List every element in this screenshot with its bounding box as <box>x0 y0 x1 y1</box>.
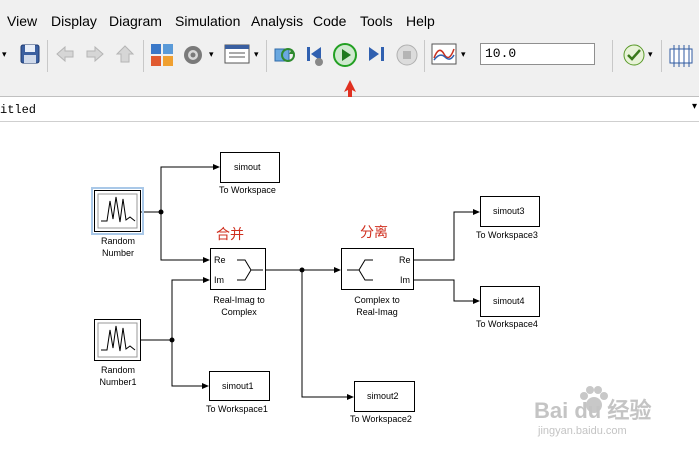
menu-bar: View Display Diagram Simulation Analysis… <box>0 0 699 34</box>
workspace-variable: simout1 <box>222 381 254 391</box>
gear-dropdown-icon[interactable]: ▾ <box>209 49 214 59</box>
code-generation-icon[interactable] <box>668 43 694 67</box>
merge-symbol-icon <box>237 259 263 281</box>
menu-code[interactable]: Code <box>313 13 347 29</box>
model-name: itled <box>0 103 37 117</box>
check-dropdown-icon[interactable]: ▾ <box>648 49 653 59</box>
address-dropdown-icon[interactable]: ▾ <box>691 101 697 112</box>
model-explorer-icon[interactable] <box>224 44 250 64</box>
port-im-label: Im <box>214 275 224 285</box>
up-arrow-icon[interactable] <box>115 44 135 64</box>
to-workspace4-label: To Workspace4 <box>476 319 538 329</box>
random-signal-icon <box>97 193 138 229</box>
port-im-label: Im <box>400 275 410 285</box>
to-workspace4-block[interactable]: simout4 <box>480 286 540 317</box>
random-signal-icon <box>97 322 138 358</box>
split-symbol-icon <box>347 259 373 281</box>
watermark-brand: Bai du 经验 <box>534 398 652 423</box>
watermark-url: jingyan.baidu.com <box>538 425 627 437</box>
menu-display[interactable]: Display <box>51 13 97 29</box>
port-re-label: Re <box>399 255 411 265</box>
save-icon[interactable] <box>19 43 41 65</box>
paw-logo-icon <box>580 386 608 413</box>
workspace-variable: simout2 <box>367 391 399 401</box>
split-annotation: 分离 <box>360 225 388 241</box>
back-arrow-icon[interactable] <box>55 45 75 63</box>
random-number-block[interactable] <box>91 187 144 235</box>
toolbar: ▾ ▾ ▾ <box>0 34 699 78</box>
to-workspace2-block[interactable]: simout2 <box>354 381 415 412</box>
random-number1-block[interactable] <box>94 319 141 361</box>
signal-lines <box>141 164 480 400</box>
scope-icon[interactable] <box>431 43 457 67</box>
menu-simulation[interactable]: Simulation <box>175 13 241 29</box>
workspace-variable: simout4 <box>493 296 525 306</box>
to-workspace1-block[interactable]: simout1 <box>209 371 270 401</box>
to-workspace-label: To Workspace <box>219 185 276 195</box>
to-workspace1-label: To Workspace1 <box>206 404 268 414</box>
workspace-variable: simout3 <box>493 206 525 216</box>
menu-analysis[interactable]: Analysis <box>251 13 304 29</box>
gear-icon[interactable] <box>181 43 205 67</box>
menu-diagram[interactable]: Diagram <box>109 13 162 29</box>
dropdown-arrow-icon[interactable]: ▾ <box>2 49 7 59</box>
toolbar-divider <box>0 78 699 110</box>
workspace-variable: simout <box>234 162 261 172</box>
real-imag-to-complex-block[interactable]: Re Im <box>210 248 266 290</box>
model-address-bar: itled ▾ <box>0 97 699 122</box>
library-browser-icon[interactable] <box>150 43 174 67</box>
explorer-dropdown-icon[interactable]: ▾ <box>254 49 259 59</box>
step-forward-icon[interactable] <box>365 43 389 67</box>
run-button[interactable] <box>332 42 358 68</box>
port-re-label: Re <box>214 255 226 265</box>
forward-arrow-icon[interactable] <box>85 45 105 63</box>
to-workspace3-block[interactable]: simout3 <box>480 196 540 227</box>
menu-view[interactable]: View <box>7 13 38 29</box>
to-workspace2-label: To Workspace2 <box>350 414 412 424</box>
update-diagram-icon[interactable] <box>273 43 297 67</box>
red-pointer-arrow-icon <box>344 80 356 110</box>
to-workspace3-label: To Workspace3 <box>476 230 538 240</box>
check-icon[interactable] <box>622 43 646 67</box>
complex-to-real-imag-block[interactable]: Re Im <box>341 248 414 290</box>
menu-help[interactable]: Help <box>406 13 435 29</box>
to-workspace-block[interactable]: simout <box>220 152 280 183</box>
step-back-icon[interactable] <box>303 43 327 67</box>
scope-dropdown-icon[interactable]: ▾ <box>461 49 466 59</box>
merge-annotation: 合并 <box>216 227 244 243</box>
watermark: Bai du 经验 jingyan.baidu.com <box>528 385 698 445</box>
stop-icon[interactable] <box>395 43 419 67</box>
stop-time-input[interactable]: 10.0 <box>480 43 595 65</box>
menu-tools[interactable]: Tools <box>360 13 393 29</box>
